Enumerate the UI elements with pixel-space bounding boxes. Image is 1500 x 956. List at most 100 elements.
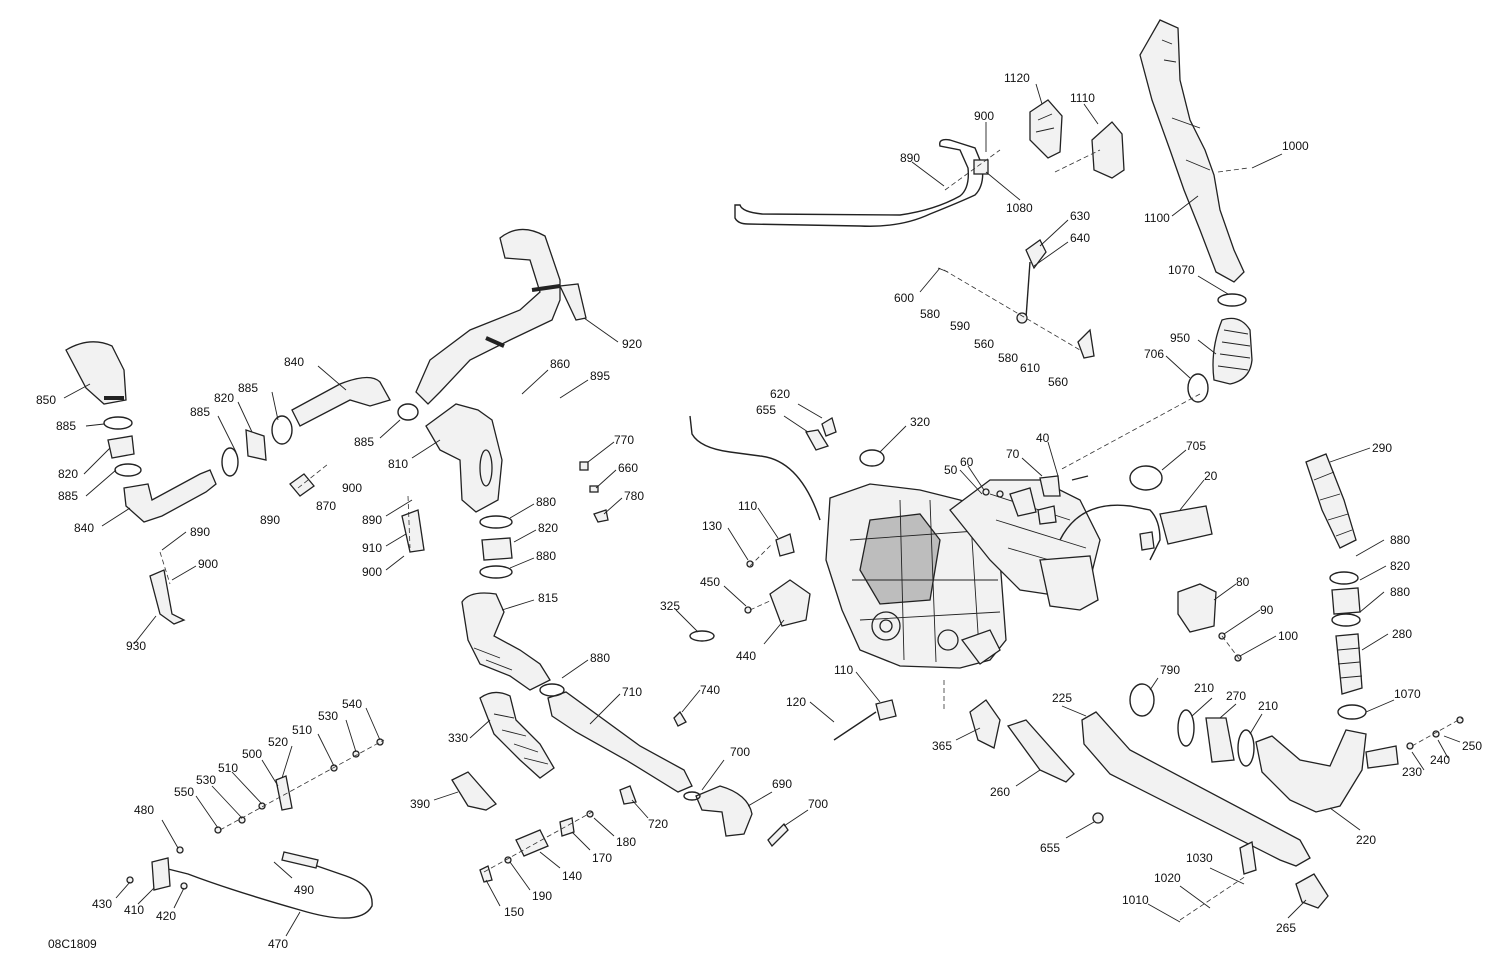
callout-label: 430 [92, 897, 112, 911]
flex-duct-330 [479, 691, 555, 779]
callout-label: 900 [342, 481, 362, 495]
callout-label: 655 [1040, 841, 1060, 855]
lever-630 [1025, 239, 1047, 270]
callout-label: 500 [242, 747, 262, 761]
callout-label: 40 [1036, 431, 1050, 445]
callout-label: 890 [362, 513, 382, 527]
callout-label: 706 [1144, 347, 1164, 361]
bracket-920 [559, 283, 587, 321]
clip-325 [689, 630, 715, 642]
callout-label: 560 [1048, 375, 1068, 389]
coupler-820-left [107, 435, 135, 459]
bracket-80 [1177, 583, 1217, 633]
callout-label: 510 [218, 761, 238, 775]
callout-label: 1120 [1004, 71, 1030, 85]
boot-265 [1295, 873, 1329, 909]
bracket-220 [1365, 745, 1399, 769]
callout-label: 885 [58, 489, 78, 503]
bracket-560 [1077, 328, 1095, 359]
deflector-365 [969, 699, 1001, 749]
cable-470 [155, 857, 373, 919]
callout-label: 325 [660, 599, 680, 613]
callout-label: 640 [1070, 231, 1090, 245]
callout-label: 840 [74, 521, 94, 535]
callout-label: 930 [126, 639, 146, 653]
callout-label: 120 [786, 695, 806, 709]
intake-duct-1100 [1139, 19, 1245, 283]
bracket-410 [151, 857, 171, 891]
callout-label: 880 [536, 495, 556, 509]
callout-label: 900 [198, 557, 218, 571]
module-20 [1159, 505, 1213, 545]
ring-790 [1129, 683, 1155, 717]
callout-label: 260 [990, 785, 1010, 799]
callout-label: 820 [58, 467, 78, 481]
callout-label: 705 [1186, 439, 1206, 453]
callout-label: 885 [354, 435, 374, 449]
callout-label: 365 [932, 739, 952, 753]
callout-label: 480 [134, 803, 154, 817]
callout-label: 885 [190, 405, 210, 419]
flex-duct-290 [1305, 453, 1357, 549]
callout-label: 885 [238, 381, 258, 395]
callout-label: 870 [316, 499, 336, 513]
callout-label: 1020 [1154, 871, 1181, 885]
flex-hose-950 [1212, 317, 1253, 385]
bracket-1120 [1029, 99, 1063, 159]
callout-label: 230 [1402, 765, 1422, 779]
callout-label: 580 [920, 307, 940, 321]
callout-label: 880 [1390, 585, 1410, 599]
callout-label: 1070 [1168, 263, 1195, 277]
bracket-440 [769, 579, 811, 627]
callout-label: 880 [536, 549, 556, 563]
clip-700 [767, 822, 789, 848]
callout-label: 280 [1392, 627, 1412, 641]
callout-label: 900 [974, 109, 994, 123]
callout-label: 890 [190, 525, 210, 539]
callout-label: 270 [1226, 689, 1246, 703]
callout-label: 100 [1278, 629, 1298, 643]
callout-label: 820 [538, 521, 558, 535]
callout-label: 900 [362, 565, 382, 579]
callout-label: 1080 [1006, 201, 1033, 215]
callout-label: 225 [1052, 691, 1072, 705]
callout-label: 880 [590, 651, 610, 665]
callout-label: 950 [1170, 331, 1190, 345]
callout-label: 700 [730, 745, 750, 759]
clip-620 [821, 417, 837, 437]
callout-label: 330 [448, 731, 468, 745]
duct-815 [461, 592, 551, 691]
callout-label: 780 [624, 489, 644, 503]
callout-label: 530 [318, 709, 338, 723]
callout-label: 885 [56, 419, 76, 433]
coupler-270 [1205, 717, 1235, 763]
callout-label: 690 [772, 777, 792, 791]
bracket-520 [275, 775, 293, 811]
ring-705 [1129, 465, 1163, 491]
callout-label: 810 [388, 457, 408, 471]
pivot-560 [1016, 312, 1028, 324]
clamp-706 [1187, 373, 1209, 403]
harness-20 [1059, 504, 1161, 561]
callout-label: 600 [894, 291, 914, 305]
callout-label: 1110 [1070, 91, 1095, 105]
callout-label: 470 [268, 937, 288, 951]
mount-110-lower [875, 699, 897, 721]
linkage-rod-640 [1025, 261, 1031, 319]
callout-label: 250 [1462, 739, 1482, 753]
callout-label: 540 [342, 697, 362, 711]
panel-260 [1006, 719, 1075, 783]
vent-tube-1080 [734, 138, 984, 227]
callout-label: 1000 [1282, 139, 1309, 153]
callout-label: 710 [622, 685, 642, 699]
callout-label: 130 [702, 519, 722, 533]
callout-label: 1100 [1144, 211, 1170, 225]
callout-label: 1030 [1186, 851, 1213, 865]
callout-label: 60 [960, 455, 974, 469]
callout-label: 770 [614, 433, 634, 447]
callout-label: 700 [808, 797, 828, 811]
callout-label: 890 [260, 513, 280, 527]
callout-label: 610 [1020, 361, 1040, 375]
callout-label: 210 [1258, 699, 1278, 713]
callout-label: 895 [590, 369, 610, 383]
